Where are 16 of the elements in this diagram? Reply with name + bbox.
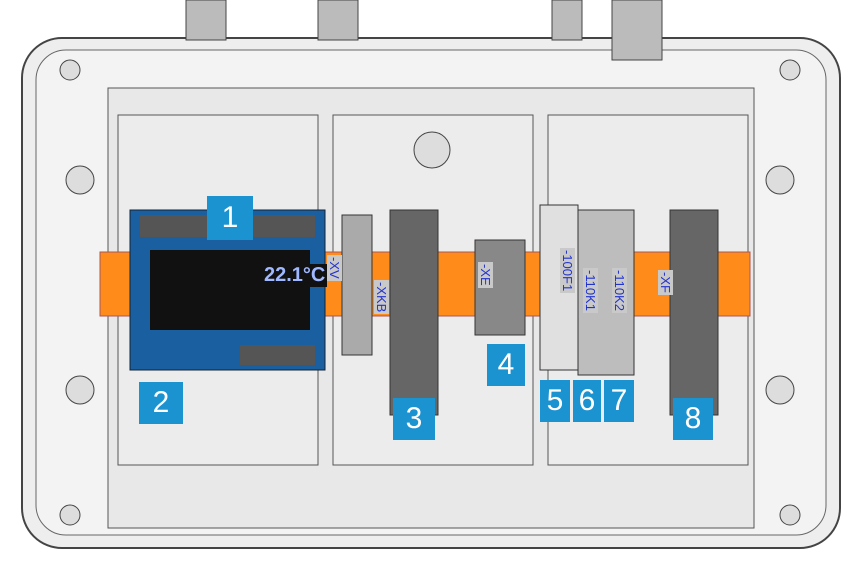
callout-number: 1 [207,196,253,240]
callout-number: 5 [540,380,570,422]
terminal-strip-label: -XKB [374,280,389,314]
terminal-strip-label: -XV [327,255,342,281]
terminal-strip-label: -XE [478,262,493,288]
callout-number: 7 [604,380,634,422]
relay-label: -110K2 [612,268,627,313]
callout-number: 3 [393,398,435,440]
display-reading: 22.1°C [262,264,328,287]
callout-number: 6 [573,380,601,422]
terminal-strip-label: -XF [658,270,673,295]
relay-label: -110K1 [583,268,598,313]
callout-number: 2 [139,382,183,424]
breaker-label: -100F1 [560,248,575,294]
callout-number: 4 [487,344,525,386]
callout-number: 8 [673,398,713,440]
